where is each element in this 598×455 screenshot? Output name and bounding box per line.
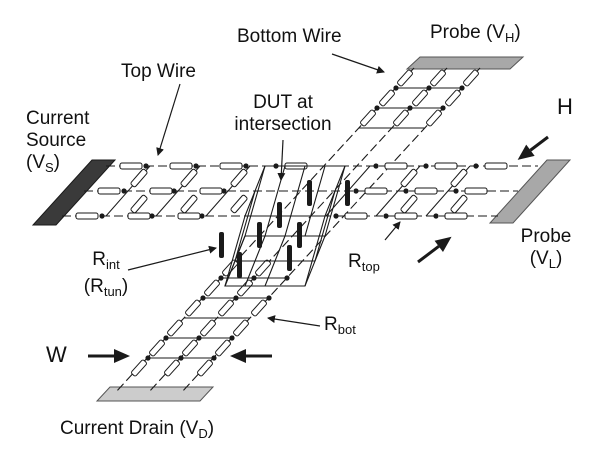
current-drain-close: )	[207, 418, 215, 439]
vl-close: )	[555, 248, 563, 269]
probe-vh-text: Probe (V	[430, 22, 505, 43]
current-source-line1: Current	[26, 108, 90, 129]
rbot-label: Rbot	[324, 314, 356, 341]
probe-vh-pad	[405, 56, 525, 70]
probe-vl-label: Probe (VL)	[506, 226, 586, 275]
rtop-label: Rtop	[348, 251, 380, 278]
h-arrow-upper	[517, 135, 549, 160]
vs-label: (VS)	[26, 152, 89, 179]
current-source-line2: Source	[26, 130, 87, 151]
rbot-subscript: bot	[337, 322, 356, 337]
leader-arrows	[127, 53, 401, 327]
rbot-pointer	[267, 315, 321, 327]
top-wire-label: Top Wire	[121, 61, 196, 82]
current-drain-text: Current Drain (V	[60, 418, 199, 439]
h-label: H	[557, 94, 573, 119]
rint-pointer	[127, 245, 217, 271]
current-drain-subscript: D	[198, 426, 208, 441]
bottom-wire-label: Bottom Wire	[237, 26, 342, 47]
rtun-close: )	[121, 276, 129, 297]
probe-vh-label: Probe (VH)	[430, 22, 521, 49]
vl-subscript: L	[548, 256, 556, 271]
rtop-text: R	[348, 251, 362, 272]
rint-text: R	[92, 249, 106, 270]
bottom-wire-resistors	[131, 69, 479, 377]
w-arrow-left	[88, 349, 130, 363]
node-dots	[99, 85, 479, 361]
probe-vl-pad	[488, 159, 572, 224]
rint-label: Rint (Rtun)	[66, 249, 146, 303]
rtun-subscript: tun	[103, 284, 122, 299]
rtop-subscript: top	[361, 259, 380, 274]
dut-label-line2: intersection	[234, 114, 332, 135]
dut-label-line1: DUT at	[253, 92, 313, 113]
vs-subscript: S	[45, 160, 54, 175]
bottom-wire-pointer	[331, 53, 385, 74]
vl-label: (VL)	[506, 248, 586, 275]
vs-close: )	[53, 152, 60, 173]
dut-intersection-grid	[224, 165, 346, 287]
probe-vh-subscript: H	[504, 30, 515, 45]
h-arrow-lower	[417, 236, 452, 264]
dut-vertical-resistors	[219, 180, 350, 278]
rtun-text: (R	[83, 276, 104, 297]
dut-pointer	[277, 139, 286, 181]
rint-subscript: int	[106, 257, 120, 272]
current-drain-label: Current Drain (VD)	[60, 418, 214, 445]
dut-label: DUT at intersection	[213, 92, 353, 136]
w-label: W	[46, 342, 67, 367]
vs-text: (V	[26, 152, 45, 173]
probe-vh-close: )	[514, 22, 521, 43]
w-arrow-right	[230, 349, 272, 363]
rtun-line: (Rtun)	[66, 276, 146, 303]
current-drain-pad	[95, 386, 215, 402]
vl-text: (V	[529, 248, 549, 269]
rbot-text: R	[324, 314, 338, 335]
rtop-pointer	[384, 221, 401, 241]
current-source-pad	[31, 159, 117, 226]
rint-line: Rint	[66, 249, 146, 276]
top-wire-diagonal-resistors	[130, 168, 468, 214]
top-wire-pointer	[156, 83, 181, 156]
probe-vl-line1: Probe	[520, 226, 572, 247]
current-source-label: Current Source (VS)	[26, 108, 89, 179]
bold-arrows	[88, 135, 549, 363]
